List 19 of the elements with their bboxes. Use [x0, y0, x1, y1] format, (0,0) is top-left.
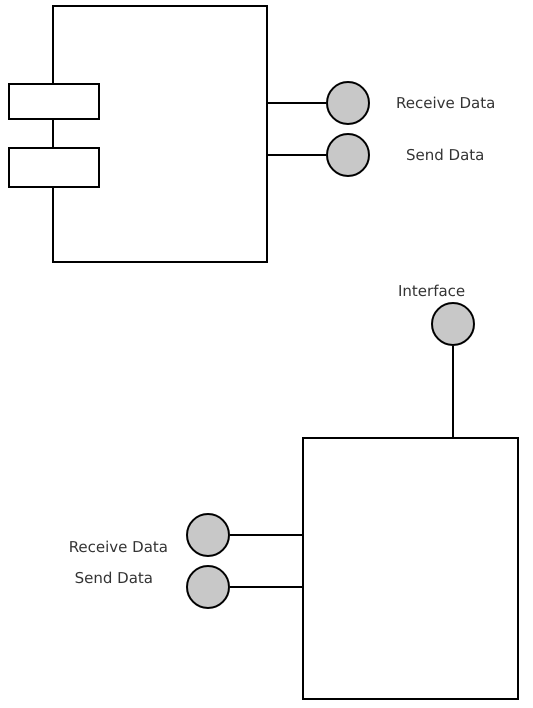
interface-circle	[326, 81, 370, 125]
interface-label: Receive Data	[68, 538, 168, 556]
connector-line	[268, 154, 326, 156]
interface-circle	[431, 302, 475, 346]
interface-circle	[326, 133, 370, 177]
interface-circle	[186, 565, 230, 609]
interface-label: Receive Data	[396, 94, 496, 112]
connector-line	[230, 586, 302, 588]
component-box	[8, 147, 100, 188]
interface-circle	[186, 513, 230, 557]
component-box	[8, 83, 100, 120]
interface-label: Send Data	[406, 146, 484, 164]
connector-line	[452, 346, 454, 437]
interface-label: Send Data	[74, 569, 153, 587]
component-box	[302, 437, 519, 700]
connector-line	[268, 102, 326, 104]
interface-label: Interface	[398, 282, 466, 300]
component-box	[52, 5, 268, 263]
connector-line	[230, 534, 302, 536]
